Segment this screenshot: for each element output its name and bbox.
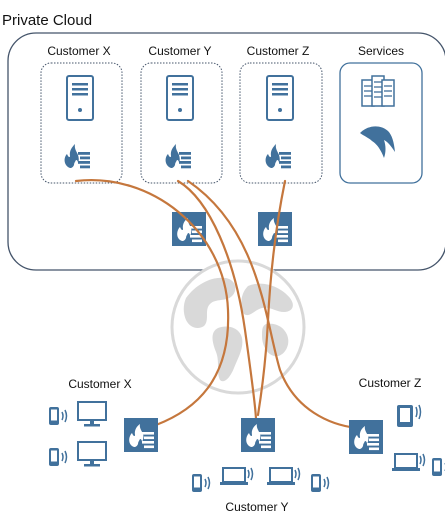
vpn-connections <box>74 178 359 430</box>
globe-icon <box>170 259 306 395</box>
phone-icon <box>48 406 68 426</box>
customer-x-tenant-box <box>40 62 123 184</box>
firewall-icon <box>165 144 191 169</box>
connection-line <box>74 178 230 427</box>
connection-line <box>256 179 287 417</box>
firewall-icon <box>241 418 275 452</box>
server-icon <box>166 75 194 121</box>
monitor-icon <box>77 401 107 428</box>
server-icon <box>266 75 294 121</box>
monitor-icon <box>77 441 107 468</box>
cloud-customer-z-label: Customer Z <box>247 44 310 58</box>
phone-icon <box>191 473 211 493</box>
diagram-title: Private Cloud <box>2 12 92 29</box>
server-icon <box>66 75 94 121</box>
customer-z-tenant-box <box>239 62 323 184</box>
tablet-icon <box>396 404 422 428</box>
laptop-icon <box>266 467 301 486</box>
server-rack-icon <box>361 75 395 107</box>
firewall-icon <box>124 418 158 452</box>
cloud-customer-x-label: Customer X <box>47 44 110 58</box>
phone-icon <box>48 447 68 467</box>
site-customer-y-label: Customer Y <box>225 500 288 511</box>
cloud-customer-y-label: Customer Y <box>148 44 211 58</box>
phone-icon <box>431 457 445 477</box>
firewall-icon <box>172 212 206 246</box>
site-customer-z-label: Customer Z <box>359 376 422 390</box>
connection-line <box>176 179 258 422</box>
laptop-icon <box>391 453 426 472</box>
site-customer-x-label: Customer X <box>68 377 131 391</box>
laptop-icon <box>219 467 254 486</box>
firewall-icon <box>265 144 291 169</box>
firewall-icon <box>349 420 383 454</box>
phone-icon <box>310 473 330 493</box>
firewall-icon <box>64 144 90 169</box>
services-box <box>339 62 423 184</box>
bird-logo-icon <box>360 126 395 158</box>
connection-line <box>186 179 359 430</box>
services-label: Services <box>358 44 404 58</box>
